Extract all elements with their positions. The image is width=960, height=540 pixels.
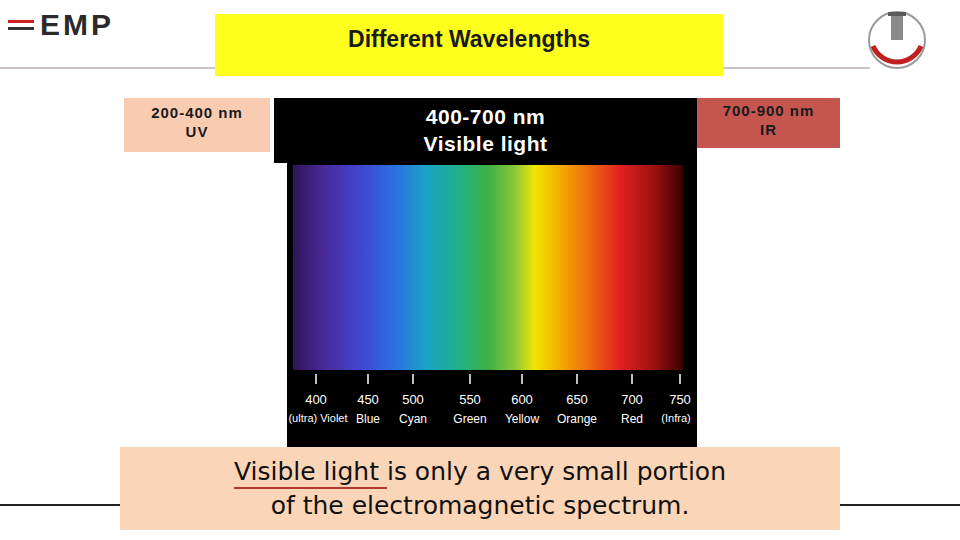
scale-number: 450 bbox=[357, 392, 379, 407]
box-text: Visible light bbox=[424, 131, 548, 157]
range-box: 700-900 nmIR bbox=[697, 98, 840, 148]
logo-text: EMP bbox=[40, 8, 114, 42]
box-text: 700-900 nm bbox=[723, 102, 815, 121]
color-name: (Infra) bbox=[661, 412, 690, 424]
note-box: Visible light is only a very small porti… bbox=[120, 447, 840, 530]
color-name: Blue bbox=[356, 412, 380, 426]
color-name: Orange bbox=[557, 412, 597, 426]
logo-bar bbox=[8, 20, 34, 23]
scale-number: 400 bbox=[305, 392, 327, 407]
range-box: 400-700 nmVisible light bbox=[274, 98, 697, 163]
logo-bar bbox=[8, 27, 34, 30]
color-name: Green bbox=[453, 412, 486, 426]
scale-number: 750 bbox=[669, 392, 691, 407]
spectrum-panel bbox=[287, 163, 697, 447]
color-name: Red bbox=[621, 412, 643, 426]
title-box: Different Wavelengths bbox=[215, 14, 723, 76]
title-text: Different Wavelengths bbox=[348, 26, 590, 53]
range-box: 200-400 nmUV bbox=[124, 98, 270, 152]
box-text: 200-400 nm bbox=[151, 104, 243, 123]
scale-number: 550 bbox=[459, 392, 481, 407]
scale-number: 500 bbox=[402, 392, 424, 407]
box-text: IR bbox=[760, 121, 777, 140]
scale-number: 600 bbox=[511, 392, 533, 407]
scale-number: 650 bbox=[566, 392, 588, 407]
color-name: (ultra) Violet bbox=[288, 412, 347, 424]
footer-rule bbox=[0, 504, 122, 506]
university-logo bbox=[869, 12, 925, 68]
scale-ticks bbox=[316, 374, 680, 384]
box-text: 400-700 nm bbox=[426, 104, 545, 130]
underline bbox=[234, 487, 387, 489]
color-name: Yellow bbox=[505, 412, 539, 426]
spectrum-band bbox=[293, 165, 683, 370]
color-name: Cyan bbox=[399, 412, 427, 426]
box-text: UV bbox=[186, 123, 209, 142]
footer-rule bbox=[838, 504, 960, 506]
scale-number: 700 bbox=[621, 392, 643, 407]
box-text: Visible light is only a very small porti… bbox=[160, 455, 800, 523]
